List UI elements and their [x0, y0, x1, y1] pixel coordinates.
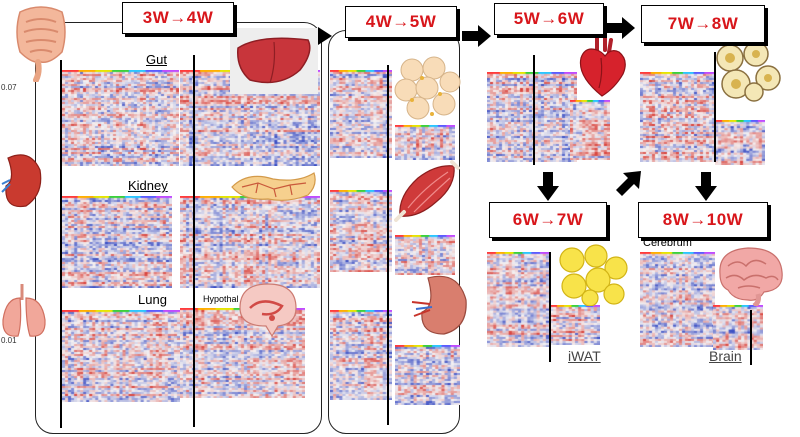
- divider-line: [533, 55, 535, 165]
- heatmap-4w5w-2: [330, 190, 392, 272]
- kidney-icon: [1, 154, 42, 208]
- heatmap-4w5w-side3: [395, 345, 460, 405]
- heatmap-4w5w-3: [330, 310, 392, 400]
- liver-icon: [230, 28, 318, 94]
- intestine-icon: [16, 6, 66, 82]
- pancreas-icon: [231, 172, 316, 201]
- heatmap-kidney-1: [62, 196, 172, 288]
- label-hypothal: Hypothal: [203, 294, 239, 304]
- arrow-up-right-icon: [616, 171, 641, 196]
- heatmap-6w-7w: [487, 252, 549, 347]
- arrow-down-icon: [537, 172, 559, 201]
- divider-line: [387, 65, 389, 425]
- label-kidney: Kidney: [128, 178, 168, 193]
- tick-top: 0.07: [1, 83, 17, 92]
- heatmap-8w-10w-side: [713, 305, 763, 350]
- brain-section-icon: [239, 283, 297, 338]
- divider-line: [549, 252, 551, 362]
- heatmap-gut-1: [62, 70, 179, 166]
- stage-box-6w-7w: 6W→7W: [489, 202, 607, 238]
- divider-line: [750, 310, 752, 365]
- stage-box-8w-10w: 8W→10W: [638, 202, 768, 238]
- white-fat-icon: [559, 244, 628, 306]
- kidney-icon: [411, 275, 467, 335]
- label-iwat: iWAT: [568, 348, 601, 364]
- divider-line: [60, 60, 62, 428]
- muscle-icon: [394, 160, 460, 222]
- brain-icon: [719, 247, 783, 306]
- label-brain: Brain: [709, 348, 742, 364]
- arrow-down-icon: [695, 172, 717, 201]
- brown-fat-icon: [716, 41, 781, 102]
- heatmap-5w-6w: [487, 72, 577, 162]
- label-cerebrum: Cerebrum: [643, 237, 692, 249]
- divider-line: [714, 52, 716, 162]
- heatmap-lung-1: [62, 310, 180, 402]
- stage-label: 6W→7W: [512, 210, 584, 229]
- heatmap-5w-6w-side: [570, 100, 610, 160]
- stage-label: 8W→10W: [662, 210, 744, 229]
- divider-line: [193, 55, 195, 427]
- stage-label: 3W→4W: [142, 8, 214, 27]
- heatmap-7w-8w: [640, 72, 715, 162]
- heatmap-4w5w-1: [330, 70, 392, 158]
- label-gut: Gut: [146, 52, 167, 67]
- tick-bottom: 0.01: [1, 336, 17, 345]
- stage-box-4w-5w: 4W→5W: [345, 6, 457, 38]
- heatmap-6w-7w-side: [550, 305, 600, 345]
- stage-label: 5W→6W: [513, 9, 585, 28]
- heatmap-8w-10w: [640, 252, 715, 347]
- arrow-right-icon: [318, 27, 332, 45]
- label-lung: Lung: [138, 292, 167, 307]
- heatmap-4w5w-side: [395, 125, 455, 160]
- heatmap-7w-8w-side: [715, 120, 765, 165]
- lung-icon: [2, 284, 46, 337]
- heatmap-kidney-2: [180, 196, 320, 288]
- arrow-right-icon: [462, 25, 491, 47]
- stage-box-7w-8w: 7W→8W: [641, 5, 765, 43]
- heatmap-4w5w-side2: [395, 235, 455, 275]
- stage-box-5w-6w: 5W→6W: [494, 3, 604, 35]
- heart-icon: [579, 34, 626, 97]
- arrow-right-icon: [606, 17, 635, 39]
- stage-box-3w-4w: 3W→4W: [122, 2, 234, 34]
- stage-label: 4W→5W: [365, 12, 437, 31]
- stage-label: 7W→8W: [667, 14, 739, 33]
- fat-cells-icon: [394, 56, 461, 120]
